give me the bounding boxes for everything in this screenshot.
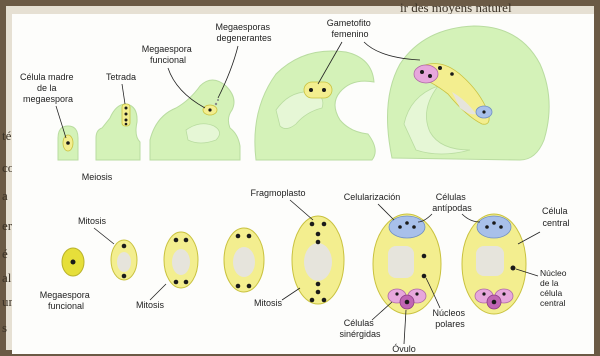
label-antipodal-cells: Células antípodas [432, 192, 472, 213]
label-cellularization: Celularización [344, 192, 401, 202]
label-mitosis-1: Mitosis [78, 216, 107, 226]
label-mitosis-2: Mitosis [136, 300, 165, 310]
svg-text:al: al [2, 270, 12, 285]
ovule-stage-mother-cell [58, 126, 78, 160]
label-egg-cell: Óvulo [392, 344, 416, 354]
nucleus [66, 141, 70, 145]
stage-mature-gametophyte [462, 214, 526, 314]
label-synergid-cells: Células sinérgidas [339, 318, 381, 339]
stage-eight-nucleate [292, 216, 344, 304]
svg-text:ur: ur [2, 294, 14, 309]
label-phragmoplast: Fragmoplasto [250, 188, 305, 198]
synergids-egg [414, 65, 438, 83]
label-polar-nuclei: Núcleos polares [432, 308, 467, 329]
svg-text:a: a [2, 188, 8, 203]
stage-cellularization [373, 214, 441, 314]
stage-four-nucleate [164, 232, 198, 288]
polar-nucleus [422, 274, 427, 279]
bg-text-top: ir des moyens naturel [400, 0, 512, 15]
embryo-sac [304, 82, 332, 98]
stage-functional-megaspore [62, 248, 84, 276]
svg-text:é: é [2, 246, 8, 261]
svg-text:er: er [2, 218, 13, 233]
label-mitosis-3: Mitosis [254, 298, 283, 308]
antipodal-cells [389, 216, 425, 238]
label-tetrad: Tetrada [106, 72, 136, 82]
label-central-cell-nucleus: Núcleo de la célula central [540, 268, 569, 308]
polar-nucleus [422, 254, 427, 259]
stage-four-nucleate-expanded [224, 228, 264, 292]
label-degenerating-megaspores: Megaesporas degenerantes [215, 22, 272, 43]
central-cell-nucleus [511, 266, 516, 271]
stage-two-nucleate [111, 240, 137, 280]
label-meiosis: Meiosis [82, 172, 113, 182]
svg-text:té: té [2, 128, 12, 143]
label-female-gametophyte: Gametofito femenino [327, 18, 374, 39]
svg-text:s: s [2, 320, 7, 335]
